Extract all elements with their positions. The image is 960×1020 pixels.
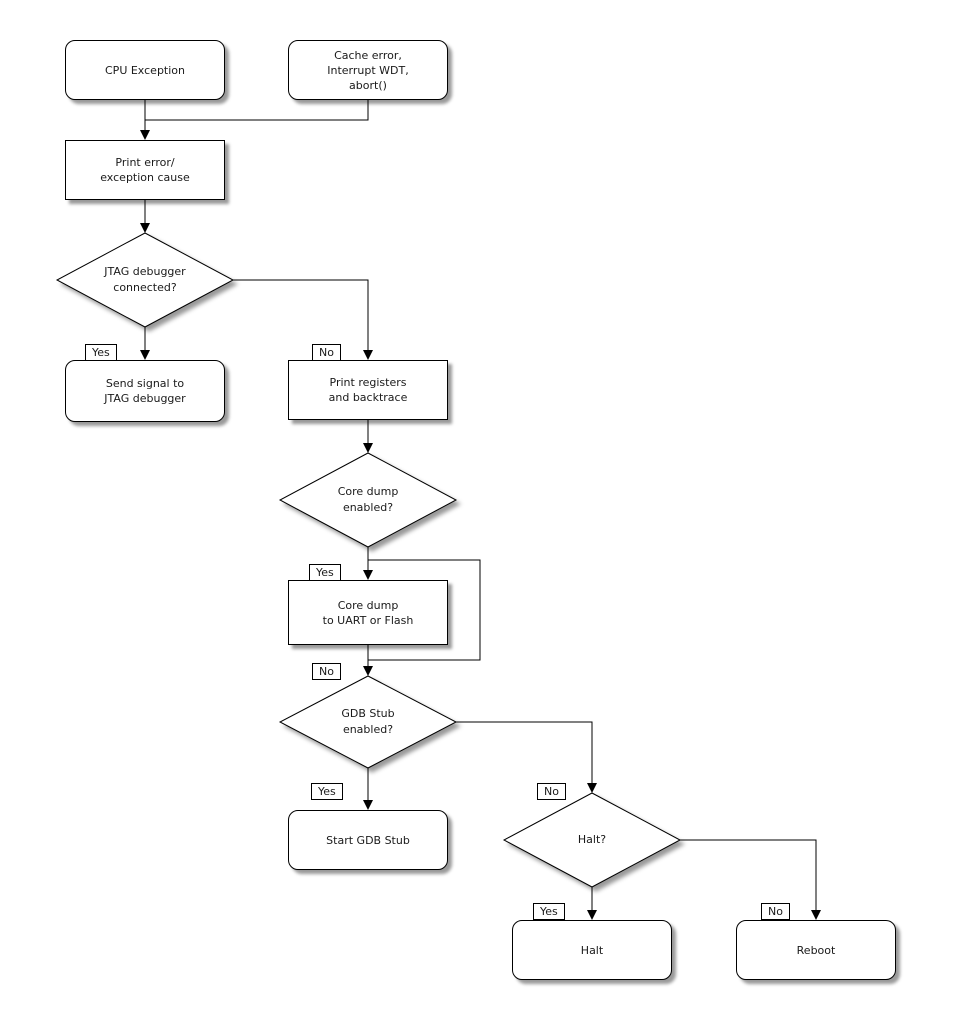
arrowhead-into-print-registers — [363, 350, 373, 360]
decision-gdb-stub-enabled-shape — [278, 675, 458, 769]
edge-label-gdb-no: No — [537, 783, 566, 800]
edge-halt-no — [680, 839, 817, 919]
decision-halt-shape — [502, 792, 682, 888]
arrowhead-into-halt-decision — [587, 783, 597, 793]
decision-gdb-stub-enabled-label: GDB Stub enabled? — [341, 707, 395, 736]
node-start-gdb-stub: Start GDB Stub — [288, 810, 448, 870]
node-reboot: Reboot — [736, 920, 896, 980]
edge-label-jtag-no: No — [312, 344, 341, 361]
edge-label-jtag-yes: Yes — [85, 344, 117, 361]
node-print-error: Print error/ exception cause — [65, 140, 225, 200]
arrowhead-into-halt-box — [587, 910, 597, 920]
arrowhead-into-reboot-box — [811, 910, 821, 920]
arrowhead-into-coredump-decision — [363, 443, 373, 453]
edge-label-halt-no: No — [761, 903, 790, 920]
arrowhead-into-coredump-box — [363, 570, 373, 580]
node-cpu-exception: CPU Exception — [65, 40, 225, 100]
decision-jtag-connected-label: JTAG debugger connected? — [104, 265, 186, 294]
edge-label-halt-yes: Yes — [533, 903, 565, 920]
node-halt: Halt — [512, 920, 672, 980]
arrowhead-into-print-error — [140, 130, 150, 140]
edge-gdb-no — [456, 721, 593, 792]
node-cache-error: Cache error, Interrupt WDT, abort() — [288, 40, 448, 100]
arrowhead-into-send-signal — [140, 350, 150, 360]
edge-label-coredump-no: No — [312, 663, 341, 680]
edge-jtag-no — [233, 279, 369, 359]
decision-core-dump-enabled-shape — [278, 452, 458, 548]
node-core-dump: Core dump to UART or Flash — [288, 580, 448, 645]
edge-cache-error-merge — [145, 100, 369, 121]
arrowhead-into-start-gdb — [363, 800, 373, 810]
decision-core-dump-enabled-label: Core dump enabled? — [337, 485, 399, 514]
edge-label-coredump-yes: Yes — [309, 564, 341, 581]
node-send-signal: Send signal to JTAG debugger — [65, 360, 225, 422]
edge-label-gdb-yes: Yes — [311, 783, 343, 800]
arrowhead-into-gdb-decision — [363, 666, 373, 676]
edge-coredump-no-bypass — [368, 559, 481, 661]
arrowhead-into-jtag — [140, 223, 150, 233]
decision-halt-label: Halt? — [577, 833, 607, 846]
node-print-registers: Print registers and backtrace — [288, 360, 448, 420]
decision-jtag-connected-shape — [55, 232, 235, 328]
